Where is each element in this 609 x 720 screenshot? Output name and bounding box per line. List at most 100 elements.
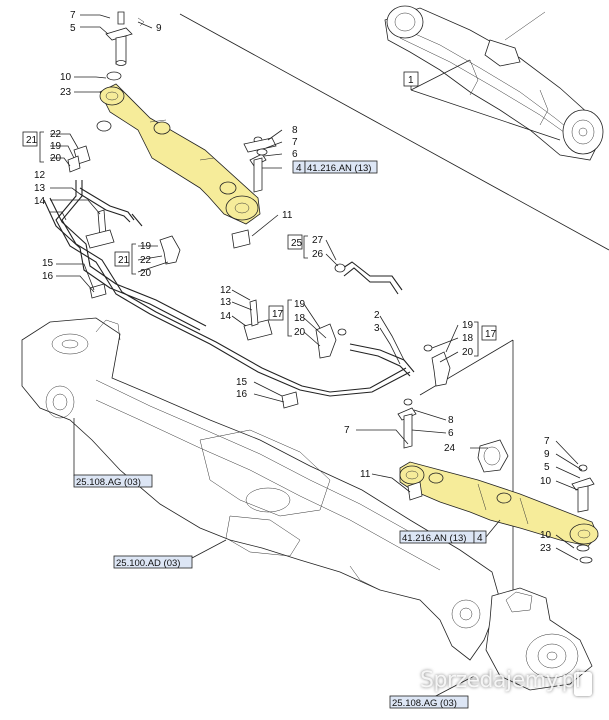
callout-22: 22 [140,255,152,266]
callout-7: 7 [70,10,76,21]
clamp-16 [281,391,299,409]
callout-10: 10 [540,530,552,541]
reference-code: 25.108.AG (03) [392,698,457,709]
callout-16: 16 [42,271,54,282]
callout-9: 9 [156,23,162,34]
callout-23: 23 [540,543,552,554]
callout-14: 14 [220,311,232,322]
callout-24: 24 [444,443,456,454]
elbow-fitting-19 [315,323,337,359]
group-label: 21 [26,135,38,146]
callout-19: 19 [50,141,62,152]
callout-2: 2 [374,310,380,321]
hose-clamp-24-inner [483,446,501,466]
watermark-logo-icon [574,672,592,696]
callout-8: 8 [448,415,454,426]
group-label: 21 [118,255,130,266]
elbow-fitting-19 [431,351,451,387]
group-bracket-21-upper: 21 [22,131,44,163]
reference-code: 41.216.AN (13) [307,163,371,174]
seal-ring-18 [423,344,433,352]
axle-housing [21,317,501,661]
reference-box-cylinder-upper[interactable]: 4 41.216.AN (13) [292,160,378,174]
hydraulic-line-upper [43,180,411,397]
callout-15: 15 [42,258,54,269]
callout-6: 6 [292,149,298,160]
hose-2-3 [349,343,415,373]
callout-7: 7 [544,436,550,447]
callout-23: 23 [60,87,72,98]
callout-19: 19 [462,320,474,331]
steering-cylinder-lower [399,461,599,547]
tube-connection [131,213,143,227]
callout-7: 7 [344,425,350,436]
seal-ring [96,120,112,132]
reference-code: 25.100.AD (03) [116,558,180,569]
callout-20: 20 [50,153,62,164]
reference-box-25-108-bottom[interactable]: 25.108.AG (03) [389,695,469,709]
tube-25 [343,267,399,295]
callout-16: 16 [236,389,248,400]
clamp-16 [89,283,107,299]
group-bracket-17-left: 17 [268,299,292,337]
callout-1: 1 [408,75,414,86]
callout-18: 18 [462,333,474,344]
callout-19: 19 [140,241,152,252]
callout-10: 10 [540,476,552,487]
callout-15: 15 [236,377,248,388]
clamp-bracket-14 [243,319,273,341]
pivot-pin-lower-right [571,464,595,564]
callout-5: 5 [70,23,76,34]
bolt-12-13 [249,299,259,327]
bushing-11-lower [407,481,423,501]
callout-13: 13 [220,297,232,308]
seal-ring-18 [337,328,347,336]
adapter-19-20 [67,155,81,173]
reference-box-cylinder-lower[interactable]: 41.216.AN (13) 4 [399,530,487,544]
clamp-plate-14 [85,229,115,249]
callout-27: 27 [312,235,324,246]
callout-8: 8 [292,125,298,136]
group-label: 25 [291,238,303,249]
group-bracket-25: 25 [287,234,308,259]
callout-4: 4 [477,533,483,544]
callout-7: 7 [292,137,298,148]
reference-box-25-100[interactable]: 25.100.AD (03) [113,555,193,569]
callout-12: 12 [34,170,46,181]
leader-lines [50,14,583,699]
callout-12: 12 [220,285,232,296]
callout-13: 13 [34,183,46,194]
callout-10: 10 [60,72,72,83]
watermark-text: Sprzedajemy.pl [420,668,581,693]
callout-4: 4 [296,163,302,174]
callout-20: 20 [294,327,306,338]
callout-11: 11 [282,210,293,221]
steering-cylinder-upper [99,83,261,225]
callout-22: 22 [50,129,62,140]
callout-6: 6 [448,428,454,439]
pivot-pin-lower-middle [397,398,417,449]
callout-box-1 [403,71,419,87]
hose-2-3 [349,349,411,377]
pivot-pin-upper-right [243,136,277,193]
guide-line [179,13,609,251]
callout-26: 26 [312,249,324,260]
callout-14: 14 [34,196,46,207]
group-bracket-21-lower: 21 [114,243,136,275]
tube-25 [339,261,403,291]
callout-5: 5 [544,462,550,473]
callout-19: 19 [294,299,306,310]
seal-ring-26 [334,263,346,273]
reference-code: 25.108.AG (03) [76,477,141,488]
steering-knuckle-right [485,587,593,691]
callout-18: 18 [294,313,306,324]
overview-axle-illustration [384,5,604,161]
group-bracket-17-right: 17 [474,321,497,357]
group-label: 17 [485,329,497,340]
reference-code: 41.216.AN (13) [402,533,466,544]
bushing-11-upper [231,229,251,249]
callout-11: 11 [360,469,371,480]
callout-20: 20 [462,347,474,358]
reference-box-25-108-left[interactable]: 25.108.AG (03) [73,474,153,488]
